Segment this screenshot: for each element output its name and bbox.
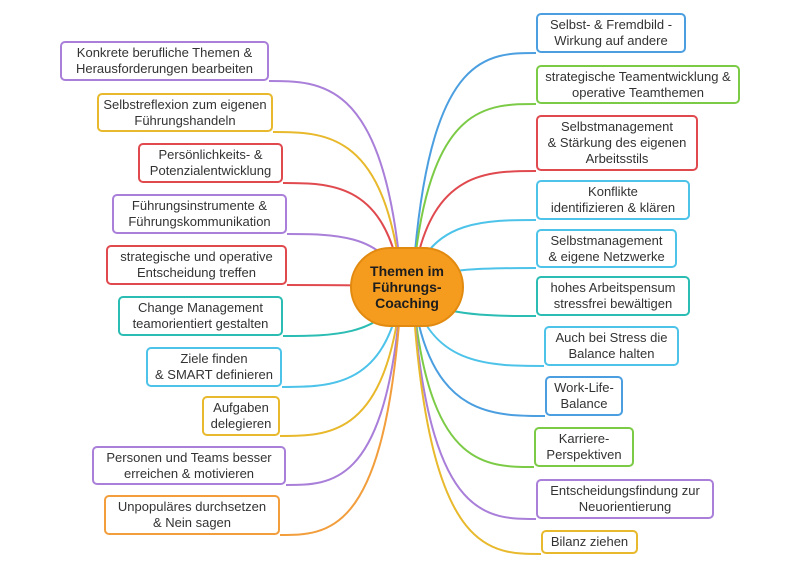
right-topic-8[interactable]: Work-Life- Balance [545, 376, 623, 416]
right-topic-2[interactable]: strategische Teamentwicklung & operative… [536, 65, 740, 104]
connector-right-topic-3 [414, 170, 537, 270]
connector-left-topic-1 [268, 80, 400, 257]
right-topic-11[interactable]: Bilanz ziehen [541, 530, 638, 554]
connector-left-topic-8 [279, 309, 400, 437]
left-topic-1[interactable]: Konkrete berufliche Themen & Herausforde… [60, 41, 269, 81]
right-topic-6[interactable]: hohes Arbeitspensum stressfrei bewältige… [536, 276, 690, 316]
left-topic-3[interactable]: Persönlichkeits- & Potenzialentwicklung [138, 143, 283, 183]
connector-right-topic-2 [414, 103, 537, 260]
left-topic-10[interactable]: Unpopuläres durchsetzen & Nein sagen [104, 495, 280, 535]
right-topic-7[interactable]: Auch bei Stress die Balance halten [544, 326, 679, 366]
connector-right-topic-9 [414, 313, 535, 468]
central-topic[interactable]: Themen im Führungs- Coaching [350, 247, 464, 327]
right-topic-3[interactable]: Selbstmanagement & Stärkung des eigenen … [536, 115, 698, 171]
connector-left-topic-7 [281, 301, 400, 388]
connector-right-topic-11 [414, 326, 542, 555]
left-topic-9[interactable]: Personen und Teams besser erreichen & mo… [92, 446, 286, 485]
connector-right-topic-10 [414, 321, 537, 520]
left-topic-2[interactable]: Selbstreflexion zum eigenen Führungshand… [97, 93, 273, 132]
right-topic-1[interactable]: Selbst- & Fremdbild - Wirkung auf andere [536, 13, 686, 53]
right-topic-10[interactable]: Entscheidungsfindung zur Neuorientierung [536, 479, 714, 519]
connector-right-topic-8 [414, 306, 546, 417]
right-topic-9[interactable]: Karriere- Perspektiven [534, 427, 634, 467]
right-topic-4[interactable]: Konflikte identifizieren & klären [536, 180, 690, 220]
connector-left-topic-9 [285, 316, 400, 486]
connector-left-topic-3 [282, 182, 400, 272]
left-topic-7[interactable]: Ziele finden & SMART definieren [146, 347, 282, 387]
left-topic-8[interactable]: Aufgaben delegieren [202, 396, 280, 436]
right-topic-5[interactable]: Selbstmanagement & eigene Netzwerke [536, 229, 677, 268]
left-topic-6[interactable]: Change Management teamorientiert gestalt… [118, 296, 283, 336]
left-topic-5[interactable]: strategische und operative Entscheidung … [106, 245, 287, 285]
connector-left-topic-10 [279, 324, 400, 536]
left-topic-4[interactable]: Führungsinstrumente & Führungskommunikat… [112, 194, 287, 234]
connector-left-topic-2 [272, 131, 400, 264]
connector-right-topic-1 [414, 52, 537, 252]
